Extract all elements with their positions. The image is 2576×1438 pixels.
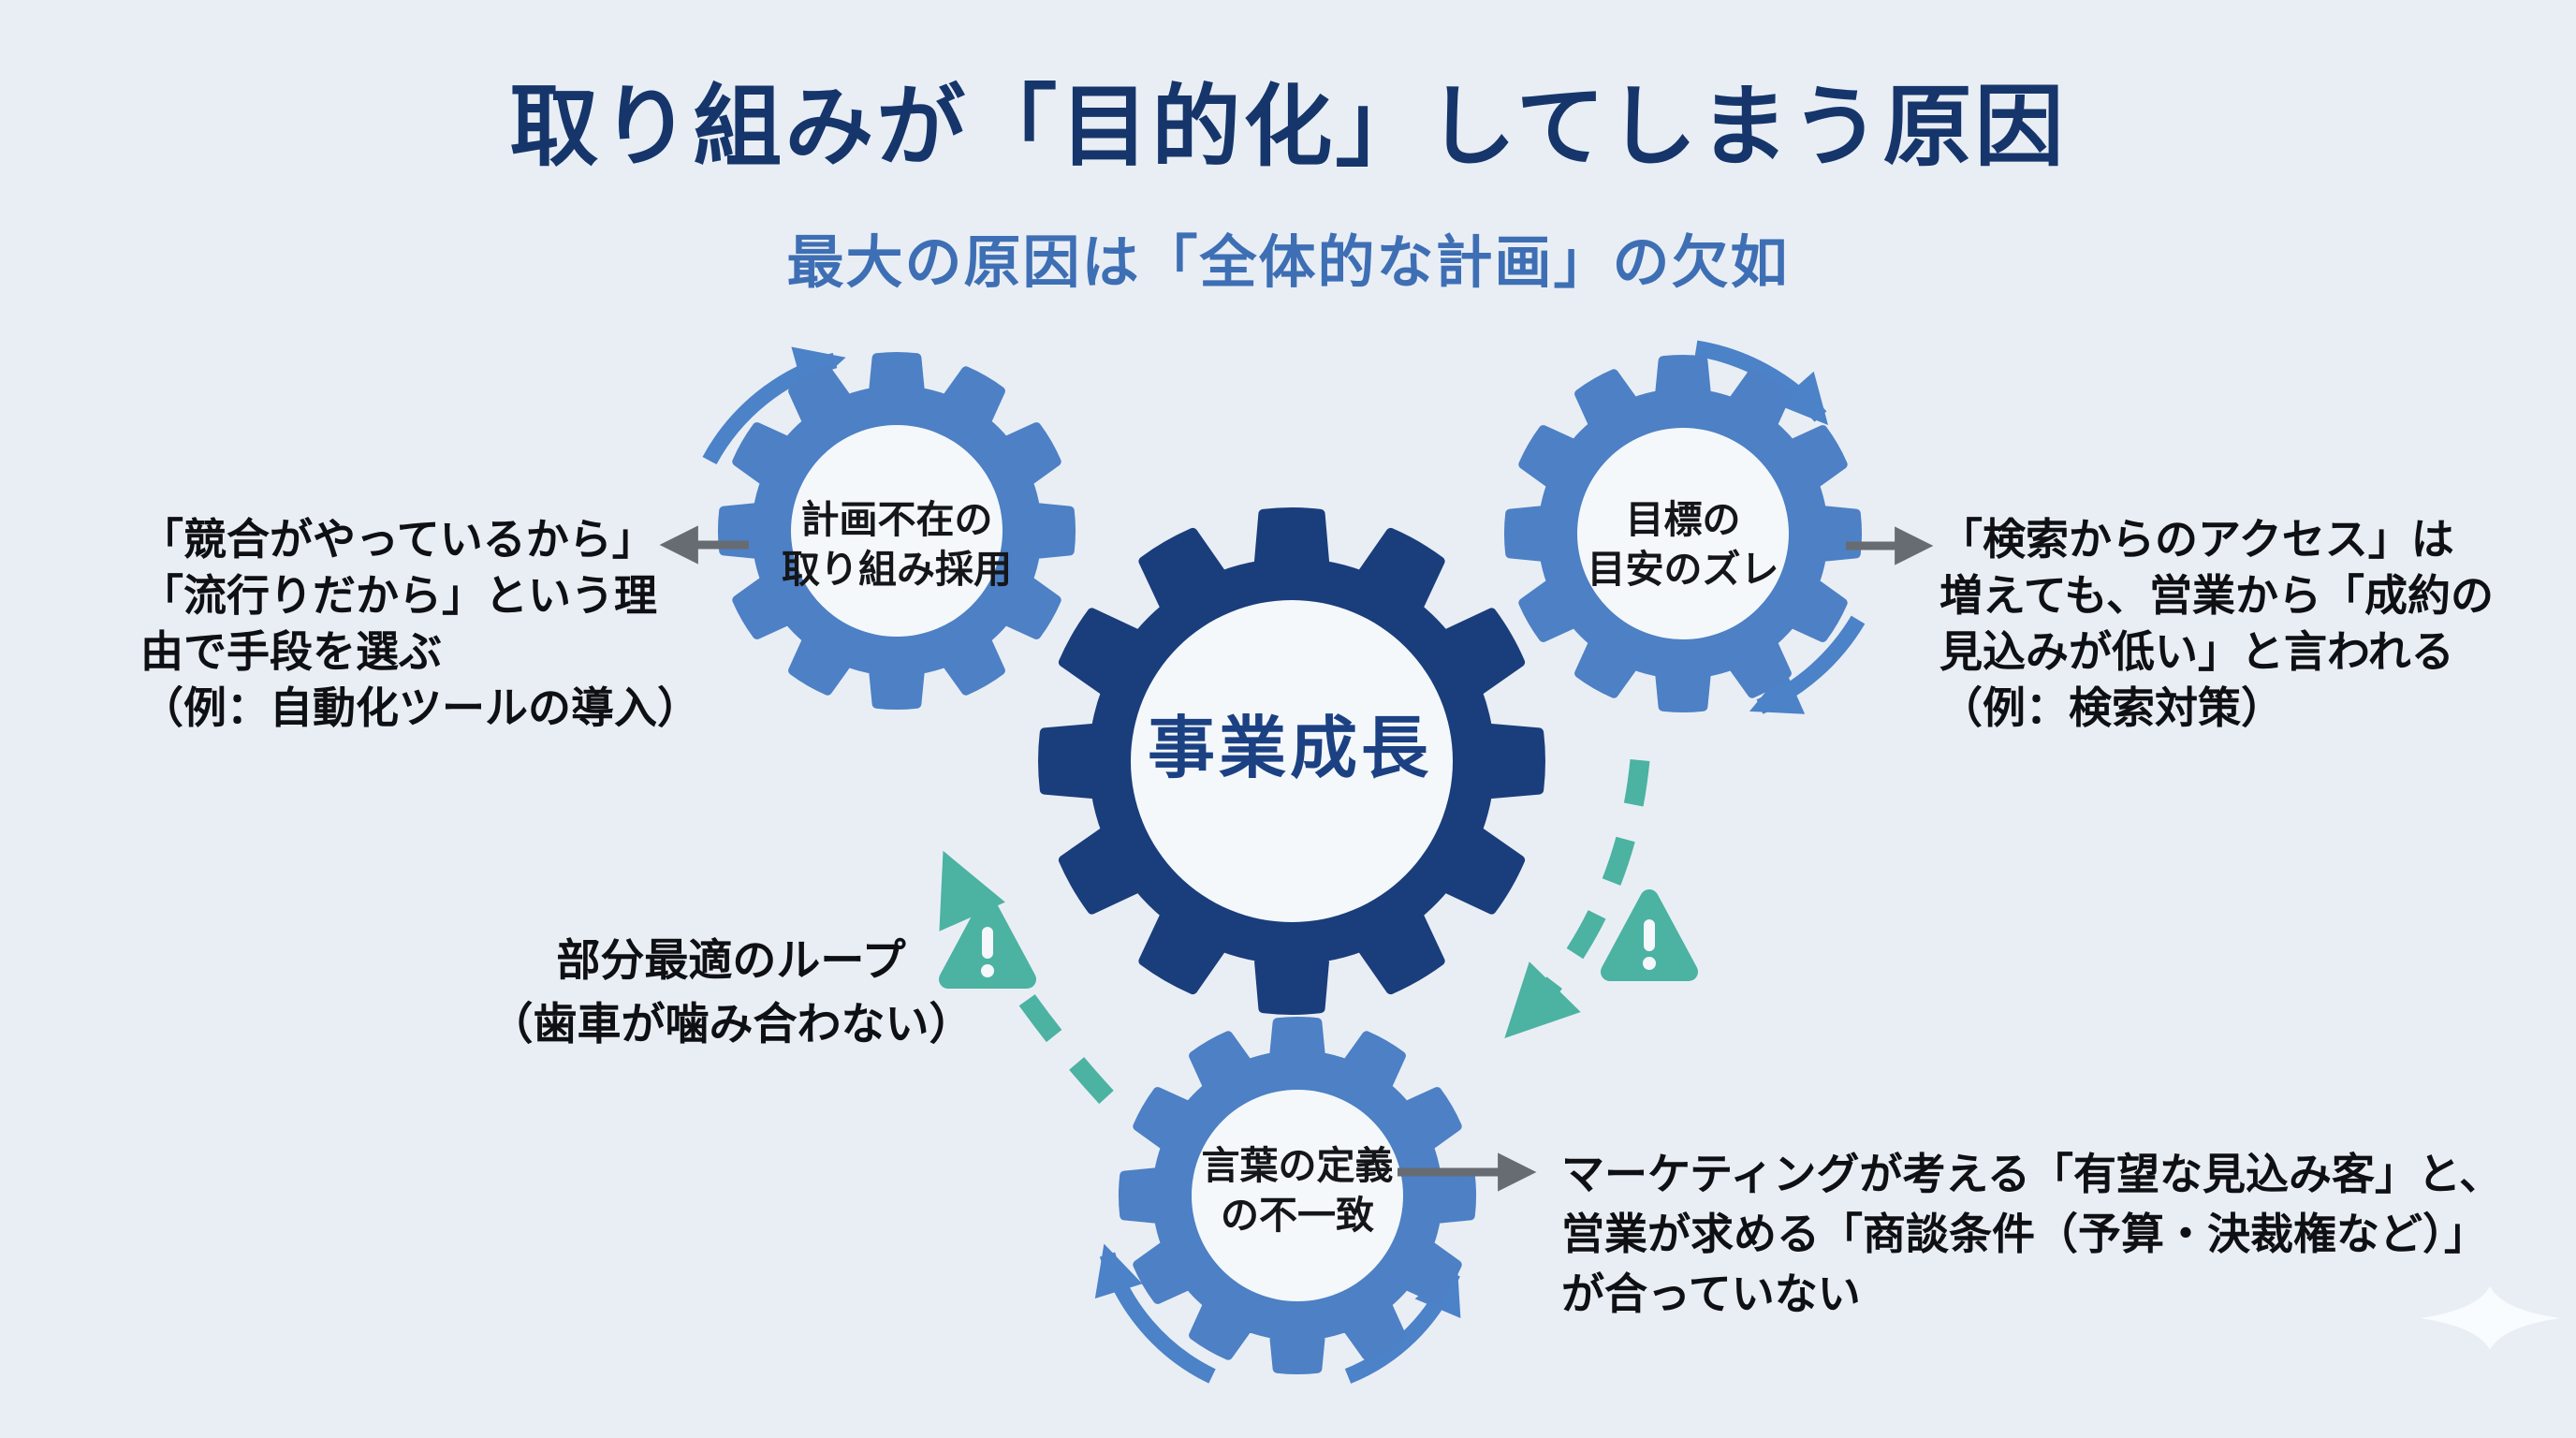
right-gear-rotation-arrow-bottom	[1749, 615, 1866, 714]
bottom-gear-rotation-arrow-left	[1094, 1243, 1216, 1384]
gear-left	[717, 351, 1076, 711]
note-left: 「競合がやっているから」 「流行りだから」という理 由で手段を選ぶ （例：自動化…	[140, 515, 700, 732]
loop-dashed-arrow-left	[939, 850, 1114, 1105]
warning-icon	[1601, 889, 1698, 981]
gear-center	[1038, 507, 1545, 1015]
note-loop: 部分最適のループ （歯車が噛み合わない）	[489, 935, 973, 1049]
note-bottom: マーケティングが考える「有望な見込み客」と、 営業が求める「商談条件（予算・決裁…	[1561, 1150, 2503, 1318]
gear-bottom-label: 言葉の定義 の不一致	[1201, 1144, 1394, 1237]
gear-right-label: 目標の 目安のズレ	[1587, 498, 1779, 591]
note-right: 「検索からのアクセス」は 増えても、営業から「成約の 見込みが低い」と言われる …	[1939, 515, 2495, 732]
gear-center-label: 事業成長	[1147, 712, 1433, 786]
gear-right	[1503, 354, 1863, 713]
sparkle-decoration	[2420, 1286, 2560, 1350]
gear-bottom	[1118, 1016, 1477, 1375]
page-title: 取り組みが「目的化」してしまう原因	[509, 78, 2067, 177]
right-gear-rotation-arrow-top	[1694, 340, 1828, 426]
page-subtitle: 最大の原因は「全体的な計画」の欠如	[786, 230, 1790, 294]
gear-left-label: 計画不在の 取り組み採用	[782, 498, 1012, 591]
loop-dashed-arrow-right	[1504, 758, 1650, 1038]
left-gear-rotation-arrow	[702, 346, 846, 465]
warning-icon	[939, 897, 1036, 989]
